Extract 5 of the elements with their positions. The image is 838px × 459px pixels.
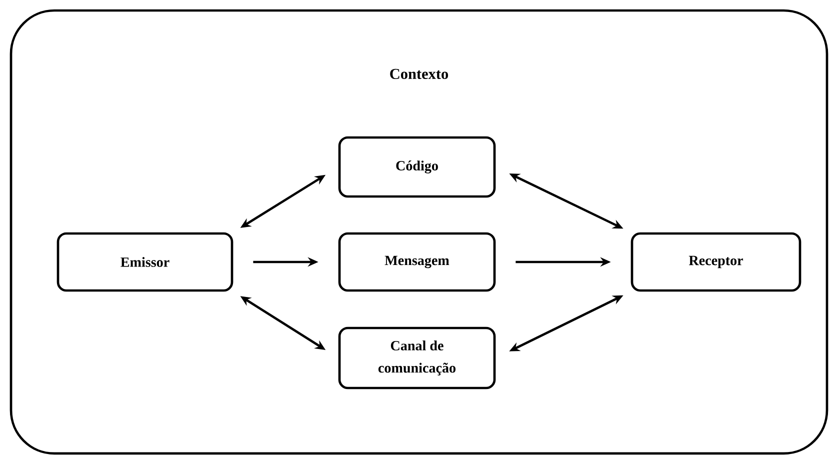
process-box: Canal de comunicação bbox=[338, 326, 496, 390]
process-box: Emissor bbox=[56, 232, 234, 292]
process-box: Código bbox=[338, 136, 496, 198]
process-box: Receptor bbox=[630, 232, 802, 292]
process-box: Mensagem bbox=[338, 232, 496, 292]
